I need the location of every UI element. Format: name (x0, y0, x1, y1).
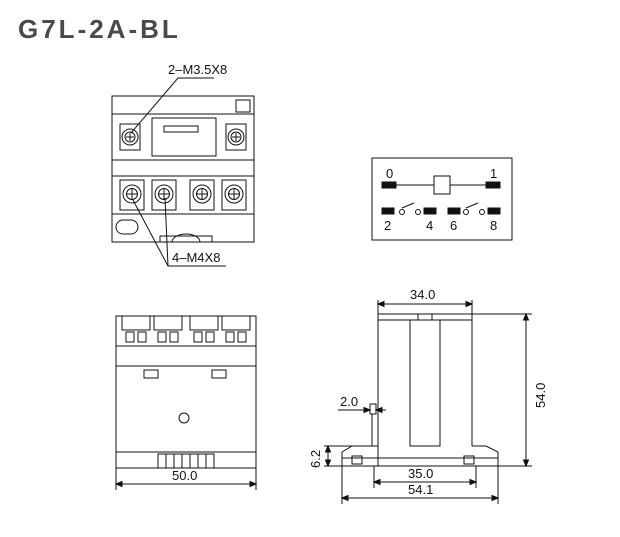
side-offset-label: 2.0 (340, 394, 358, 409)
contact-screws (119, 179, 247, 211)
contact-terminal-label-6: 6 (450, 218, 457, 233)
front-width-label: 50.0 (172, 468, 197, 483)
side-offset-dimension (338, 406, 386, 414)
contact-terminal-label-4: 4 (426, 218, 433, 233)
top-view (111, 77, 255, 267)
callout-label-m4: 4–M4X8 (172, 250, 220, 265)
side-total-width-dimension (340, 466, 500, 504)
coil-terminal-label-1: 1 (490, 166, 497, 181)
side-panel (409, 319, 441, 447)
side-view (341, 313, 499, 467)
page-title: G7L-2A-BL (18, 14, 181, 44)
side-flange-label: 6.2 (308, 450, 323, 468)
side-flange-dimension (324, 444, 352, 468)
wiring-diagram (371, 157, 513, 241)
front-view (115, 315, 257, 469)
side-inner-width-label: 35.0 (408, 466, 433, 481)
front-width-dimension (114, 468, 258, 490)
side-height-dimension (472, 312, 532, 468)
label-window (151, 117, 217, 157)
side-height-label: 54.0 (533, 383, 548, 408)
coil-terminal-label-0: 0 (386, 166, 393, 181)
contact-terminal-label-2: 2 (384, 218, 391, 233)
coil-symbol (433, 175, 451, 195)
side-top-width-dimension (376, 300, 474, 314)
front-view-outline (115, 315, 257, 469)
coil-screw-right (225, 123, 247, 151)
side-top-width-label: 34.0 (410, 287, 435, 302)
side-inner-width-dimension (372, 466, 478, 488)
callout-leader-top (130, 77, 214, 134)
side-total-width-label: 54.1 (408, 482, 433, 497)
callout-label-m35: 2–M3.5X8 (168, 62, 227, 77)
wiring-frame (371, 157, 513, 241)
top-view-outline (111, 95, 255, 243)
coil-screw-left (119, 123, 141, 151)
contact-terminal-label-8: 8 (490, 218, 497, 233)
